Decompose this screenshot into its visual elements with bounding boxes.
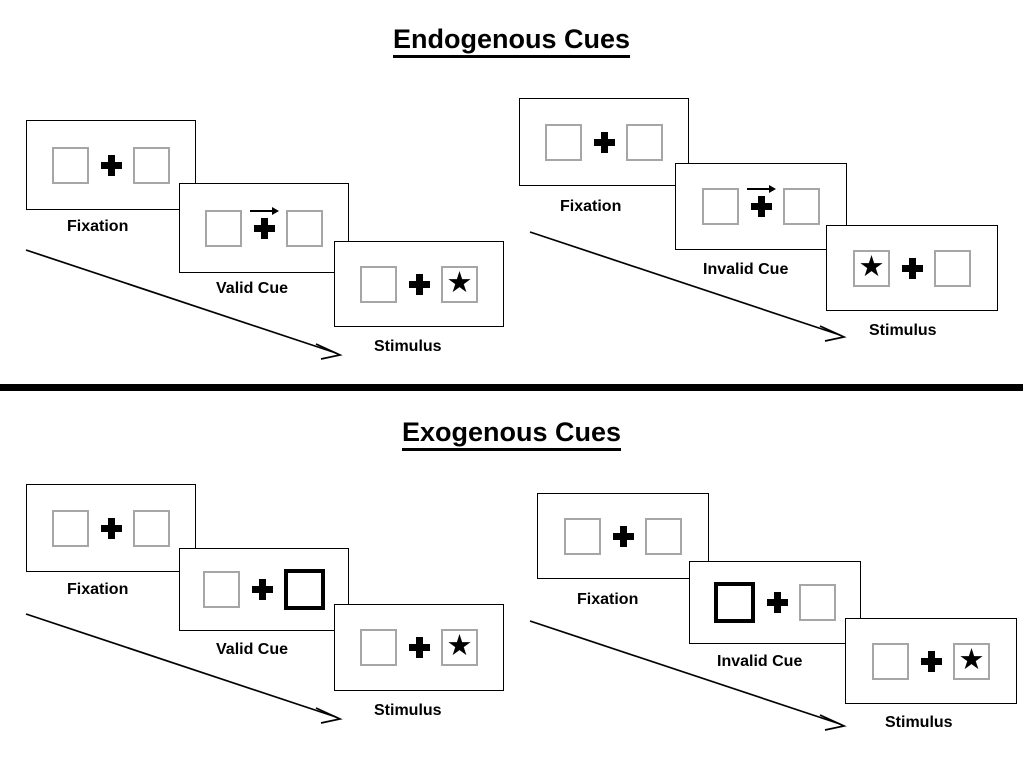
stage-label-exogenous-valid-stimulus: Stimulus (374, 702, 442, 719)
stage-label-endogenous-valid-cue: Valid Cue (216, 280, 289, 297)
target-box-left (205, 209, 242, 247)
stage-label-exogenous-invalid-stimulus: Stimulus (885, 714, 953, 731)
stage-label-endogenous-valid-stimulus: Stimulus (374, 338, 442, 355)
frame-endogenous-valid-cue (179, 183, 349, 273)
frame-content (52, 508, 170, 549)
fixation-cross-wrap (240, 569, 284, 610)
target-box-right-cued (284, 569, 325, 610)
fixation-cross-wrap (890, 248, 934, 289)
frame-endogenous-invalid-cue (675, 163, 847, 250)
target-box-left: ★ (853, 249, 890, 287)
fixation-cross-icon (100, 517, 122, 539)
fixation-cross-wrap (397, 627, 441, 668)
frame-content (714, 582, 836, 623)
fixation-cross-wrap (755, 582, 799, 623)
frame-endogenous-valid-fixation (26, 120, 196, 210)
section-title-exogenous: Exogenous Cues (0, 417, 1023, 451)
target-box-left (360, 265, 397, 303)
target-box-left-cued (714, 582, 755, 623)
frame-exogenous-invalid-stimulus: ★ (845, 618, 1017, 704)
frame-content (545, 122, 663, 163)
target-box-right (286, 209, 323, 247)
stage-label-exogenous-valid-cue: Valid Cue (216, 641, 289, 658)
frame-content (52, 145, 170, 186)
star-icon: ★ (958, 643, 985, 676)
target-box-left (52, 146, 89, 184)
target-box-left (52, 509, 89, 547)
stage-label-exogenous-valid-fixation: Fixation (67, 581, 129, 598)
frame-content: ★ (360, 627, 478, 668)
target-box-right: ★ (441, 265, 478, 303)
target-box-right: ★ (441, 629, 478, 666)
section-title-endogenous: Endogenous Cues (0, 24, 1023, 58)
fixation-cross-wrap (242, 206, 286, 249)
fixation-cross-icon (253, 217, 275, 239)
stage-label-endogenous-invalid-cue: Invalid Cue (703, 261, 789, 278)
stage-label-endogenous-invalid-stimulus: Stimulus (869, 322, 937, 339)
frame-content (205, 206, 323, 249)
stage-label-exogenous-invalid-cue: Invalid Cue (717, 653, 803, 670)
target-box-left (702, 188, 739, 225)
frame-content (564, 516, 682, 557)
stage-label-endogenous-invalid-fixation: Fixation (560, 198, 622, 215)
target-box-right (799, 584, 836, 621)
star-icon: ★ (858, 250, 885, 283)
target-box-right (626, 123, 663, 161)
fixation-cross-icon (920, 650, 942, 672)
target-box-right (133, 146, 170, 184)
fixation-cross-wrap (89, 508, 133, 549)
fixation-cross-icon (408, 637, 430, 658)
target-box-right (645, 517, 682, 555)
star-icon: ★ (446, 266, 473, 299)
frame-endogenous-invalid-stimulus: ★ (826, 225, 998, 311)
fixation-cross-wrap (89, 145, 133, 186)
arrow-right-icon (250, 206, 279, 215)
stage-label-exogenous-invalid-fixation: Fixation (577, 591, 639, 608)
target-box-right (133, 509, 170, 547)
fixation-cross-icon (408, 273, 430, 295)
target-box-right (934, 249, 971, 287)
target-box-left (545, 123, 582, 161)
frame-exogenous-invalid-fixation (537, 493, 709, 579)
target-box-left (360, 629, 397, 666)
target-box-right (783, 188, 820, 225)
fixation-cross-icon (901, 257, 923, 279)
star-icon: ★ (446, 630, 473, 662)
arrow-right-icon (747, 185, 776, 193)
frame-content (203, 569, 325, 610)
fixation-cross-icon (766, 592, 788, 613)
frame-exogenous-valid-stimulus: ★ (334, 604, 504, 691)
target-box-left (203, 571, 240, 608)
target-box-left (872, 642, 909, 680)
frame-exogenous-invalid-cue (689, 561, 861, 644)
target-box-left (564, 517, 601, 555)
section-divider (0, 384, 1023, 391)
fixation-cross-wrap (601, 516, 645, 557)
fixation-cross-icon (612, 525, 634, 547)
frame-exogenous-valid-cue (179, 548, 349, 631)
stage-label-endogenous-valid-fixation: Fixation (67, 218, 129, 235)
frame-exogenous-valid-fixation (26, 484, 196, 572)
fixation-cross-wrap (739, 185, 783, 227)
target-box-right: ★ (953, 642, 990, 680)
frame-endogenous-valid-stimulus: ★ (334, 241, 504, 327)
fixation-cross-wrap (397, 264, 441, 305)
frame-content: ★ (360, 264, 478, 305)
frame-content: ★ (853, 248, 971, 289)
fixation-cross-icon (593, 131, 615, 153)
fixation-cross-icon (100, 154, 122, 176)
frame-content (702, 185, 820, 227)
fixation-cross-icon (251, 579, 273, 600)
frame-endogenous-invalid-fixation (519, 98, 689, 186)
fixation-cross-wrap (582, 122, 626, 163)
section-title-exogenous-text: Exogenous Cues (401, 417, 622, 451)
fixation-cross-wrap (909, 641, 953, 682)
fixation-cross-icon (750, 196, 772, 217)
frame-content: ★ (872, 641, 990, 682)
section-title-endogenous-text: Endogenous Cues (392, 24, 630, 58)
